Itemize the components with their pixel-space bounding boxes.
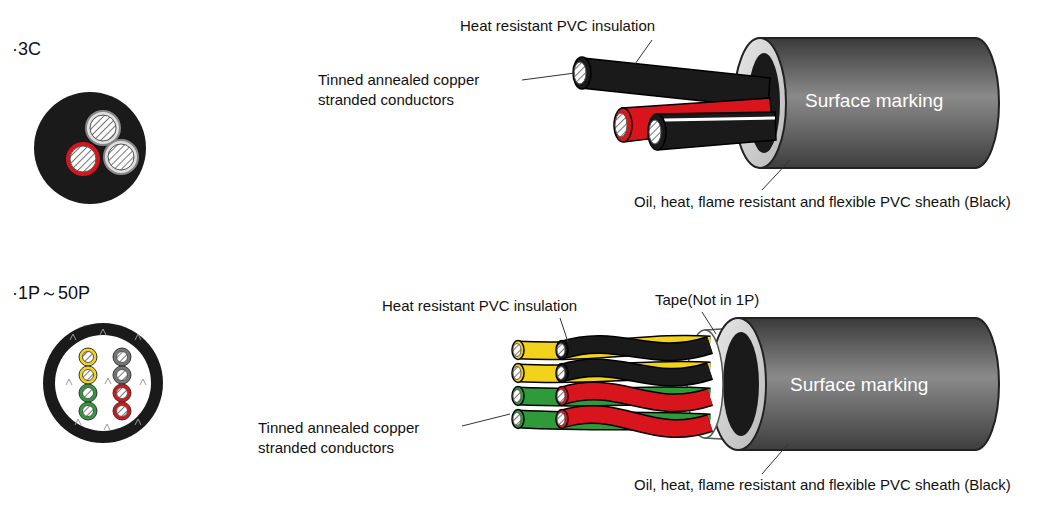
conductor: [117, 352, 128, 363]
wire-end: [556, 387, 568, 406]
wire-end: [512, 364, 524, 383]
surface-marking: Surface marking: [805, 90, 943, 112]
insulated-conductor: [113, 402, 131, 420]
filler: [70, 334, 76, 340]
insulated-conductor: [79, 348, 97, 366]
part-label: Tape(Not in 1P): [655, 290, 759, 310]
conductor-end: [557, 344, 565, 357]
part-label: Oil, heat, flame resistant and flexible …: [634, 192, 1034, 212]
wire-insulation: [562, 344, 710, 351]
conductor: [83, 370, 94, 381]
conductor: [117, 406, 128, 417]
conductor: [83, 388, 94, 399]
part-label: Tinned annealed copper stranded conducto…: [258, 418, 448, 458]
filler: [104, 424, 110, 430]
filler: [75, 419, 81, 425]
insulated-conductor: [79, 366, 97, 384]
part-label: Heat resistant PVC insulation: [382, 296, 577, 316]
conductor: [117, 370, 128, 381]
wire-insulation: [562, 414, 710, 428]
conductor-end: [513, 344, 521, 357]
conductor-end: [557, 390, 565, 403]
filler: [140, 379, 146, 385]
wire-outline: [562, 414, 710, 428]
wire-end: [556, 410, 568, 429]
wire-end: [512, 387, 524, 406]
filler: [66, 379, 72, 385]
filler: [135, 419, 141, 425]
insulated-conductor: [113, 384, 131, 402]
cable-pairs: [462, 312, 999, 474]
wire-insulation: [562, 391, 710, 403]
conductor-end: [513, 413, 521, 426]
insulated-conductor: [79, 402, 97, 420]
wire-outline: [518, 344, 710, 351]
wire-insulation: [562, 368, 710, 377]
conductor-end: [513, 367, 521, 380]
wire-end: [512, 410, 524, 429]
cable-3c: [522, 38, 999, 190]
insulated-conductor: [113, 348, 131, 366]
cross-section-3c: [34, 92, 146, 204]
part-label: Oil, heat, flame resistant and flexible …: [634, 475, 1034, 495]
insulated-conductor: [113, 366, 131, 384]
part-label: Tinned annealed copper stranded conducto…: [318, 70, 508, 110]
filler: [135, 334, 141, 340]
wire-insulation: [518, 344, 710, 351]
filler: [100, 329, 106, 335]
conductor-end: [513, 390, 521, 403]
surface-marking: Surface marking: [790, 374, 928, 396]
type-heading: ·3C: [12, 38, 41, 60]
filler: [105, 378, 111, 384]
wire-end: [556, 341, 568, 360]
cross-section-pairs: [43, 323, 163, 443]
wire-outline: [562, 391, 710, 403]
conductor-end: [557, 367, 565, 380]
conductor: [83, 352, 94, 363]
part-label: Heat resistant PVC insulation: [460, 16, 655, 36]
conductor: [117, 388, 128, 399]
conductor-end: [557, 413, 565, 426]
conductor: [83, 406, 94, 417]
type-heading: ·1P～50P: [12, 282, 90, 304]
insulated-conductor: [79, 384, 97, 402]
wire-outline: [562, 368, 710, 377]
wire-outline: [562, 344, 710, 351]
wire-end: [512, 341, 524, 360]
wire-end: [556, 364, 568, 383]
